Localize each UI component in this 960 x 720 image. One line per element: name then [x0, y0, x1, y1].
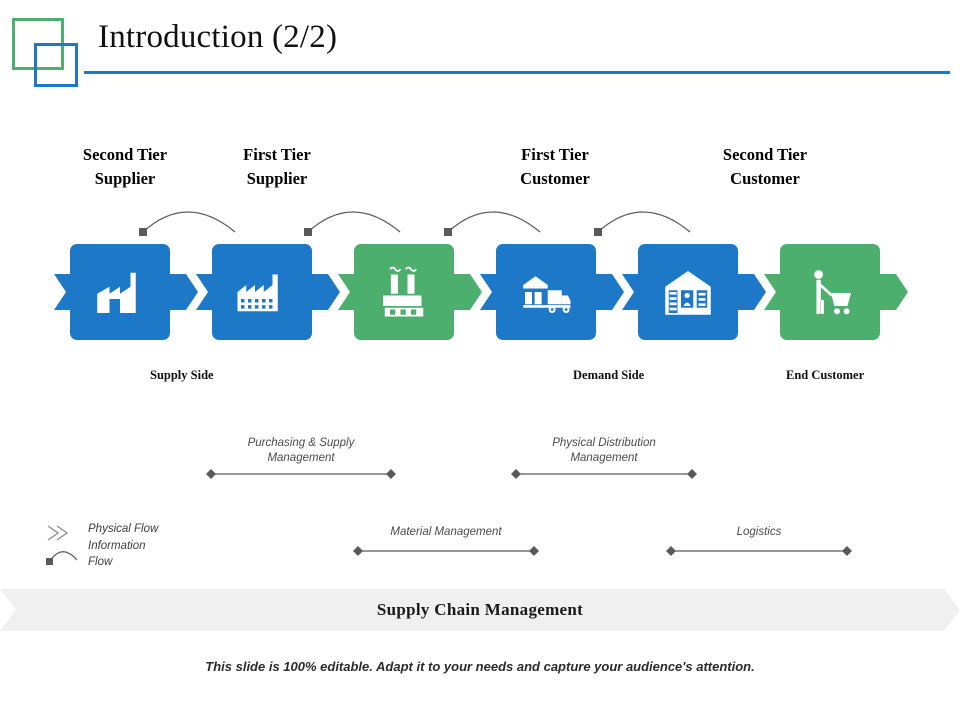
double-arrow-rail-icon: [510, 468, 698, 480]
chain-node-end-customer[interactable]: [764, 244, 908, 340]
tier-label-second-tier-customer: Second Tier Customer: [680, 143, 850, 191]
double-arrow-rail-icon: [352, 545, 540, 557]
span-caption-line1: Purchasing & Supply: [247, 437, 355, 449]
node-arrow-shape: [480, 244, 624, 340]
label-demand-side: Demand Side: [573, 368, 645, 382]
tier-label-first-tier-customer: First Tier Customer: [470, 143, 640, 191]
chain-node-first-tier-customer[interactable]: [480, 244, 624, 340]
span-caption: Logistics: [665, 525, 853, 540]
legend-information-flow-label-1: Information: [88, 539, 146, 552]
span-caption-line2: Management: [570, 451, 638, 464]
shopper-cart-icon: [780, 244, 880, 340]
span-caption: Material Management: [352, 525, 540, 540]
warehouse-truck-icon: [496, 244, 596, 340]
supply-chain-management-banner: Supply Chain Management: [0, 589, 960, 631]
manufacturing-icon: [354, 244, 454, 340]
span-caption: Physical Distribution Management: [510, 436, 698, 466]
tier-label-line2: Customer: [730, 168, 800, 188]
logo-square-blue: [34, 43, 78, 87]
supply-chain-flow: [0, 244, 960, 344]
label-end-customer: End Customer: [786, 368, 865, 382]
legend-labels: Physical Flow Information Flow: [88, 521, 208, 571]
information-flow-arc-icon: [44, 544, 84, 568]
information-flow-arc-icon: [135, 198, 255, 238]
span-caption-line2: Management: [267, 451, 335, 464]
tier-label-line1: Second Tier: [722, 145, 808, 164]
plant-icon: [212, 244, 312, 340]
chain-node-first-tier-supplier[interactable]: [196, 244, 340, 340]
span-caption-line1: Physical Distribution: [552, 437, 656, 449]
tier-label-line2: Supplier: [246, 168, 308, 188]
tier-label-first-tier-supplier: First Tier Supplier: [192, 143, 362, 191]
tier-label-line1: Second Tier: [82, 145, 168, 164]
tier-label-line1: First Tier: [243, 145, 311, 164]
node-arrow-shape: [338, 244, 482, 340]
physical-flow-chevron-icon: [44, 522, 80, 544]
span-caption: Purchasing & Supply Management: [205, 436, 397, 466]
chain-node-second-tier-customer[interactable]: [622, 244, 766, 340]
banner-title: Supply Chain Management: [376, 600, 584, 619]
double-arrow-rail-icon: [665, 545, 853, 557]
chain-node-manufacturer[interactable]: [338, 244, 482, 340]
span-caption-line1: Material Management: [390, 526, 502, 538]
information-flow-arc-icon: [300, 198, 420, 238]
node-arrow-shape: [764, 244, 908, 340]
flow-legend: Physical Flow Information Flow: [44, 522, 204, 584]
tier-label-line1: First Tier: [521, 145, 589, 164]
footer-note: This slide is 100% editable. Adapt it to…: [205, 659, 755, 674]
page-title: Introduction (2/2): [98, 19, 338, 55]
legend-physical-flow-label: Physical Flow: [88, 523, 159, 535]
title-divider: [84, 71, 950, 74]
label-supply-side: Supply Side: [150, 368, 214, 382]
double-arrow-rail-icon: [205, 468, 397, 480]
legend-information-flow-label-2: Flow: [88, 556, 113, 569]
information-flow-arc-icon: [590, 198, 710, 238]
tier-label-line2: Supplier: [94, 168, 156, 188]
retail-store-icon: [638, 244, 738, 340]
chain-node-second-tier-supplier[interactable]: [54, 244, 198, 340]
information-flow-arc-icon: [440, 198, 560, 238]
span-caption-line1: Logistics: [736, 526, 782, 538]
tier-label-line2: Customer: [520, 168, 590, 188]
factory-icon: [70, 244, 170, 340]
tier-label-second-tier-supplier: Second Tier Supplier: [40, 143, 210, 191]
